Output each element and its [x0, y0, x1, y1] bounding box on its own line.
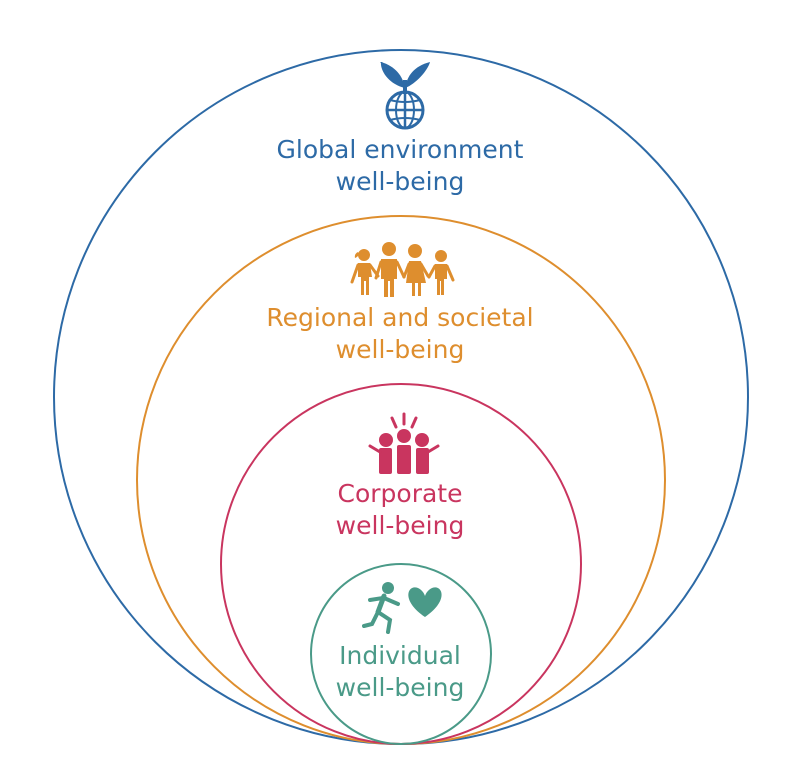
label-regional: Regional and societal well-being [0, 302, 800, 366]
label-corporate: Corporate well-being [0, 478, 800, 542]
label-global: Global environment well-being [0, 134, 800, 198]
runner-heart-icon [362, 582, 442, 634]
circle-individual [310, 563, 492, 745]
label-individual-line-2: well-being [335, 673, 465, 702]
label-global-line-1: Global environment [276, 135, 524, 164]
globe-sprout-icon [380, 62, 430, 130]
team-cheering-icon [368, 412, 440, 474]
label-individual: Individual well-being [0, 640, 800, 704]
label-regional-line-2: well-being [335, 335, 465, 364]
label-regional-line-1: Regional and societal [266, 303, 534, 332]
label-individual-line-1: Individual [339, 641, 461, 670]
label-global-line-2: well-being [335, 167, 465, 196]
people-group-icon [350, 242, 455, 297]
label-corporate-line-2: well-being [335, 511, 465, 540]
label-corporate-line-1: Corporate [337, 479, 463, 508]
